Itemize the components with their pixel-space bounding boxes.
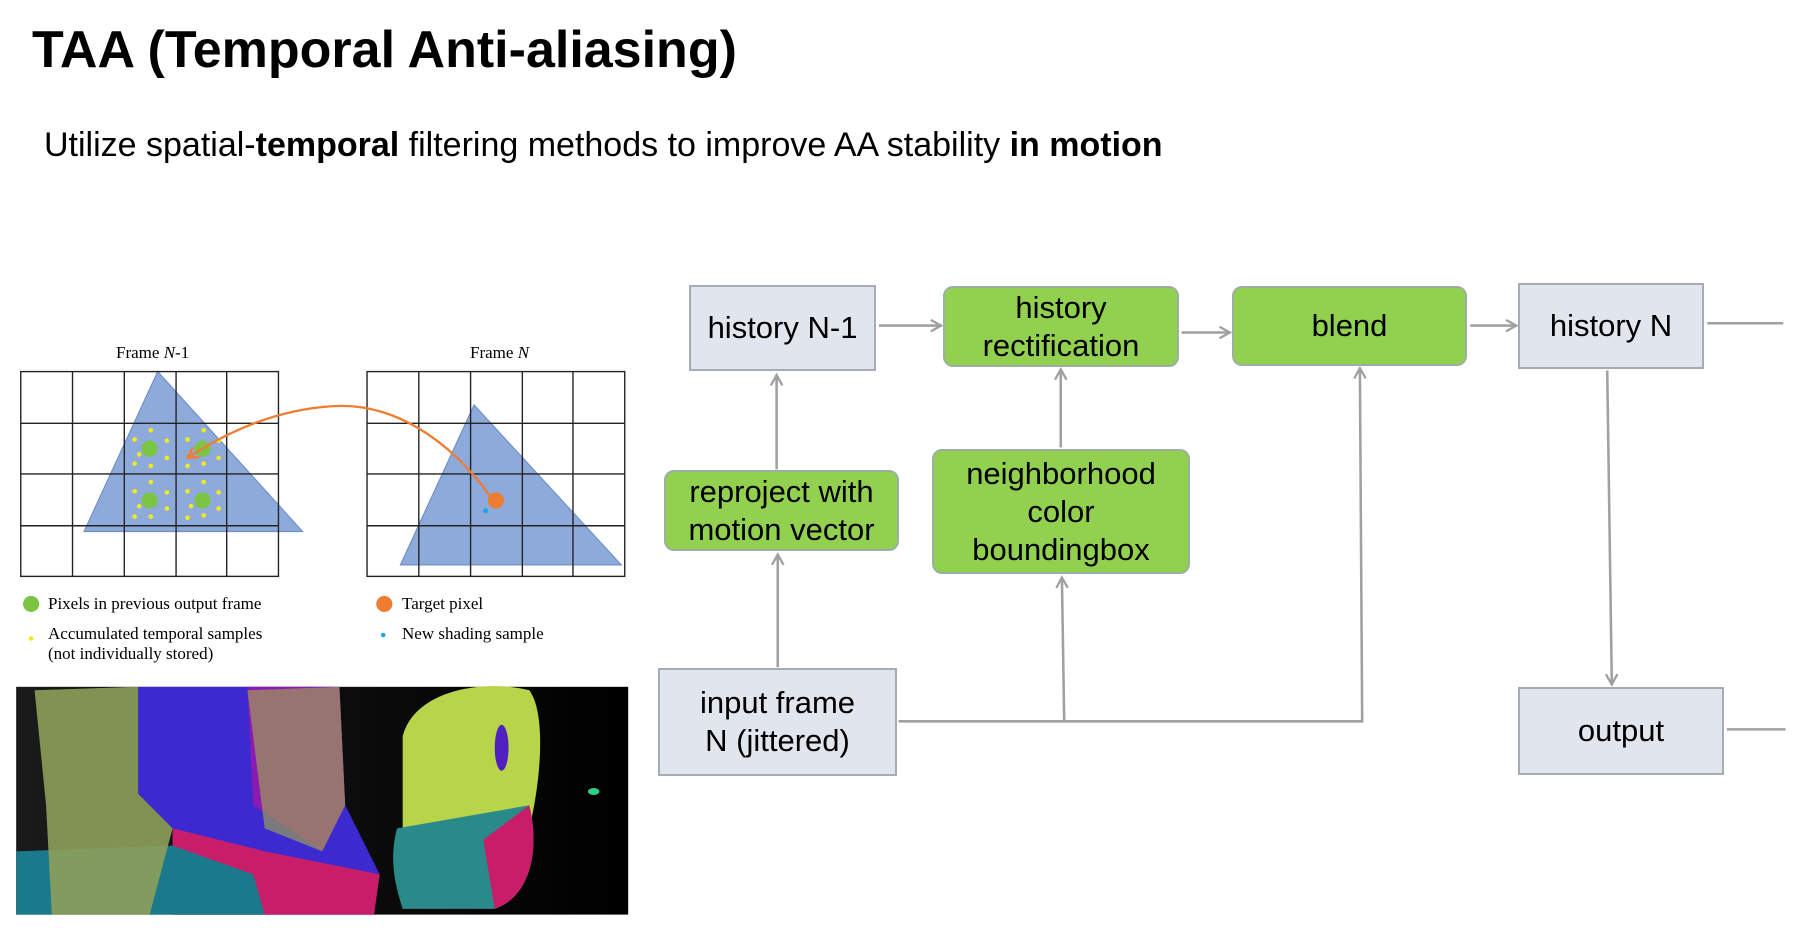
input-frame-box: input frame N (jittered): [658, 668, 897, 776]
history-n-box: history N: [1518, 283, 1704, 369]
grid-cur: [366, 370, 626, 578]
line-input-to-blend: [898, 368, 1363, 723]
reproject-box: reproject with motion vector: [664, 470, 899, 551]
subtitle-bold: in motion: [1009, 126, 1163, 164]
pixel-dots-green: [141, 440, 211, 509]
subtitle-text: filtering methods to improve AA stabilit…: [399, 126, 1010, 164]
arrow-input-to-neighborhood: [1062, 578, 1064, 722]
slide-subtitle: Utilize spatial-temporal filtering metho…: [44, 126, 1163, 165]
frame-cur-figure: [366, 370, 626, 578]
triangle-cur: [399, 403, 623, 566]
legend-orange-dot: [376, 595, 393, 613]
new-sample-dot: [483, 508, 489, 514]
output-box: output: [1518, 687, 1724, 775]
label-text: Frame: [470, 343, 518, 362]
subtitle-bold: temporal: [255, 126, 400, 164]
legend-new-sample: New shading sample: [402, 624, 544, 643]
history-rectification-box: history rectification: [943, 286, 1179, 367]
target-pixel-dot: [487, 492, 504, 509]
legend-blue-dot: [380, 632, 386, 638]
frame-cur-label: Frame N: [470, 343, 529, 363]
flow-arrows: [777, 323, 1786, 731]
legend-accumulated: Accumulated temporal samples: [48, 624, 263, 643]
legend-yellow-dot: [28, 636, 34, 641]
motion-vector-image: [16, 686, 629, 915]
history-prev-box: history N-1: [689, 285, 876, 371]
label-text: -1: [175, 343, 190, 362]
label-italic: N: [517, 343, 530, 362]
legend-green-dot: [23, 595, 40, 613]
frame-prev-label: Frame N-1: [116, 343, 189, 363]
subtitle-text: Utilize spatial-: [44, 126, 256, 164]
blend-box: blend: [1232, 286, 1467, 366]
neighborhood-box: neighborhood color boundingbox: [932, 449, 1190, 574]
label-italic: N: [163, 343, 176, 362]
grid-prev: [20, 370, 280, 578]
temporal-sample-dots: [132, 427, 221, 520]
arrow-history-n-to-output: [1607, 370, 1612, 684]
legend-pixels-prev: Pixels in previous output frame: [48, 594, 262, 613]
triangle-prev: [83, 370, 304, 533]
slide-title: TAA (Temporal Anti-aliasing): [32, 21, 737, 79]
label-text: Frame: [116, 343, 164, 362]
reprojection-arrow: [188, 404, 494, 500]
legend-accumulated-note: (not individually stored): [48, 644, 214, 663]
legend-target: Target pixel: [402, 594, 484, 613]
frame-prev-figure: [20, 370, 304, 578]
